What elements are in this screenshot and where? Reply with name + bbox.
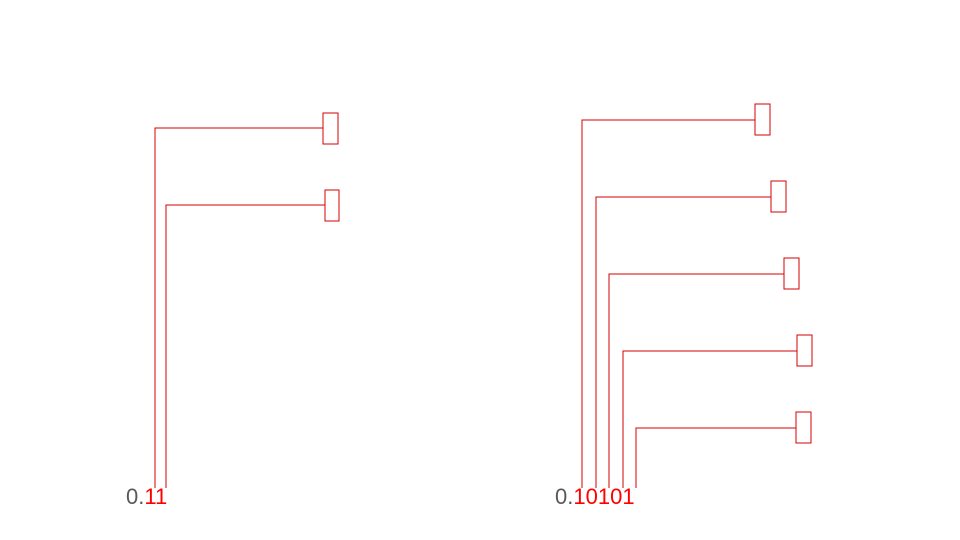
digit-box-2 <box>324 189 340 222</box>
binary-number-right: 0.10101 <box>555 484 635 509</box>
binary-digit: 0 <box>586 484 598 509</box>
digit-wire-3 <box>608 273 784 488</box>
digit-wire-4 <box>622 350 797 488</box>
digit-box-3 <box>783 257 800 290</box>
digit-box-2 <box>770 180 787 213</box>
digit-wire-5 <box>635 427 796 488</box>
diagram-right: 0.10101 <box>555 103 813 509</box>
wires-right <box>581 119 797 488</box>
binary-number-left: 0.11 <box>126 484 167 509</box>
wires-left <box>154 127 325 488</box>
digit-box-4 <box>796 334 813 367</box>
digit-wire-1 <box>154 127 323 488</box>
binary-digit: 1 <box>598 484 610 509</box>
number-prefix: 0. <box>555 484 573 509</box>
number-prefix: 0. <box>126 484 144 509</box>
binary-digit: 0 <box>610 484 622 509</box>
diagram-left: 0.11 <box>126 112 340 509</box>
binary-digit: 1 <box>144 484 156 509</box>
binary-digit: 1 <box>155 484 167 509</box>
digit-wire-2 <box>595 196 771 488</box>
boxes-right <box>754 103 813 444</box>
digit-wire-1 <box>581 119 755 488</box>
binary-digit: 1 <box>573 484 585 509</box>
binary-digit: 1 <box>622 484 634 509</box>
digit-wire-2 <box>165 204 325 488</box>
digit-box-5 <box>795 411 812 444</box>
boxes-left <box>322 112 340 222</box>
digit-box-1 <box>322 112 339 145</box>
digit-box-1 <box>754 103 771 136</box>
